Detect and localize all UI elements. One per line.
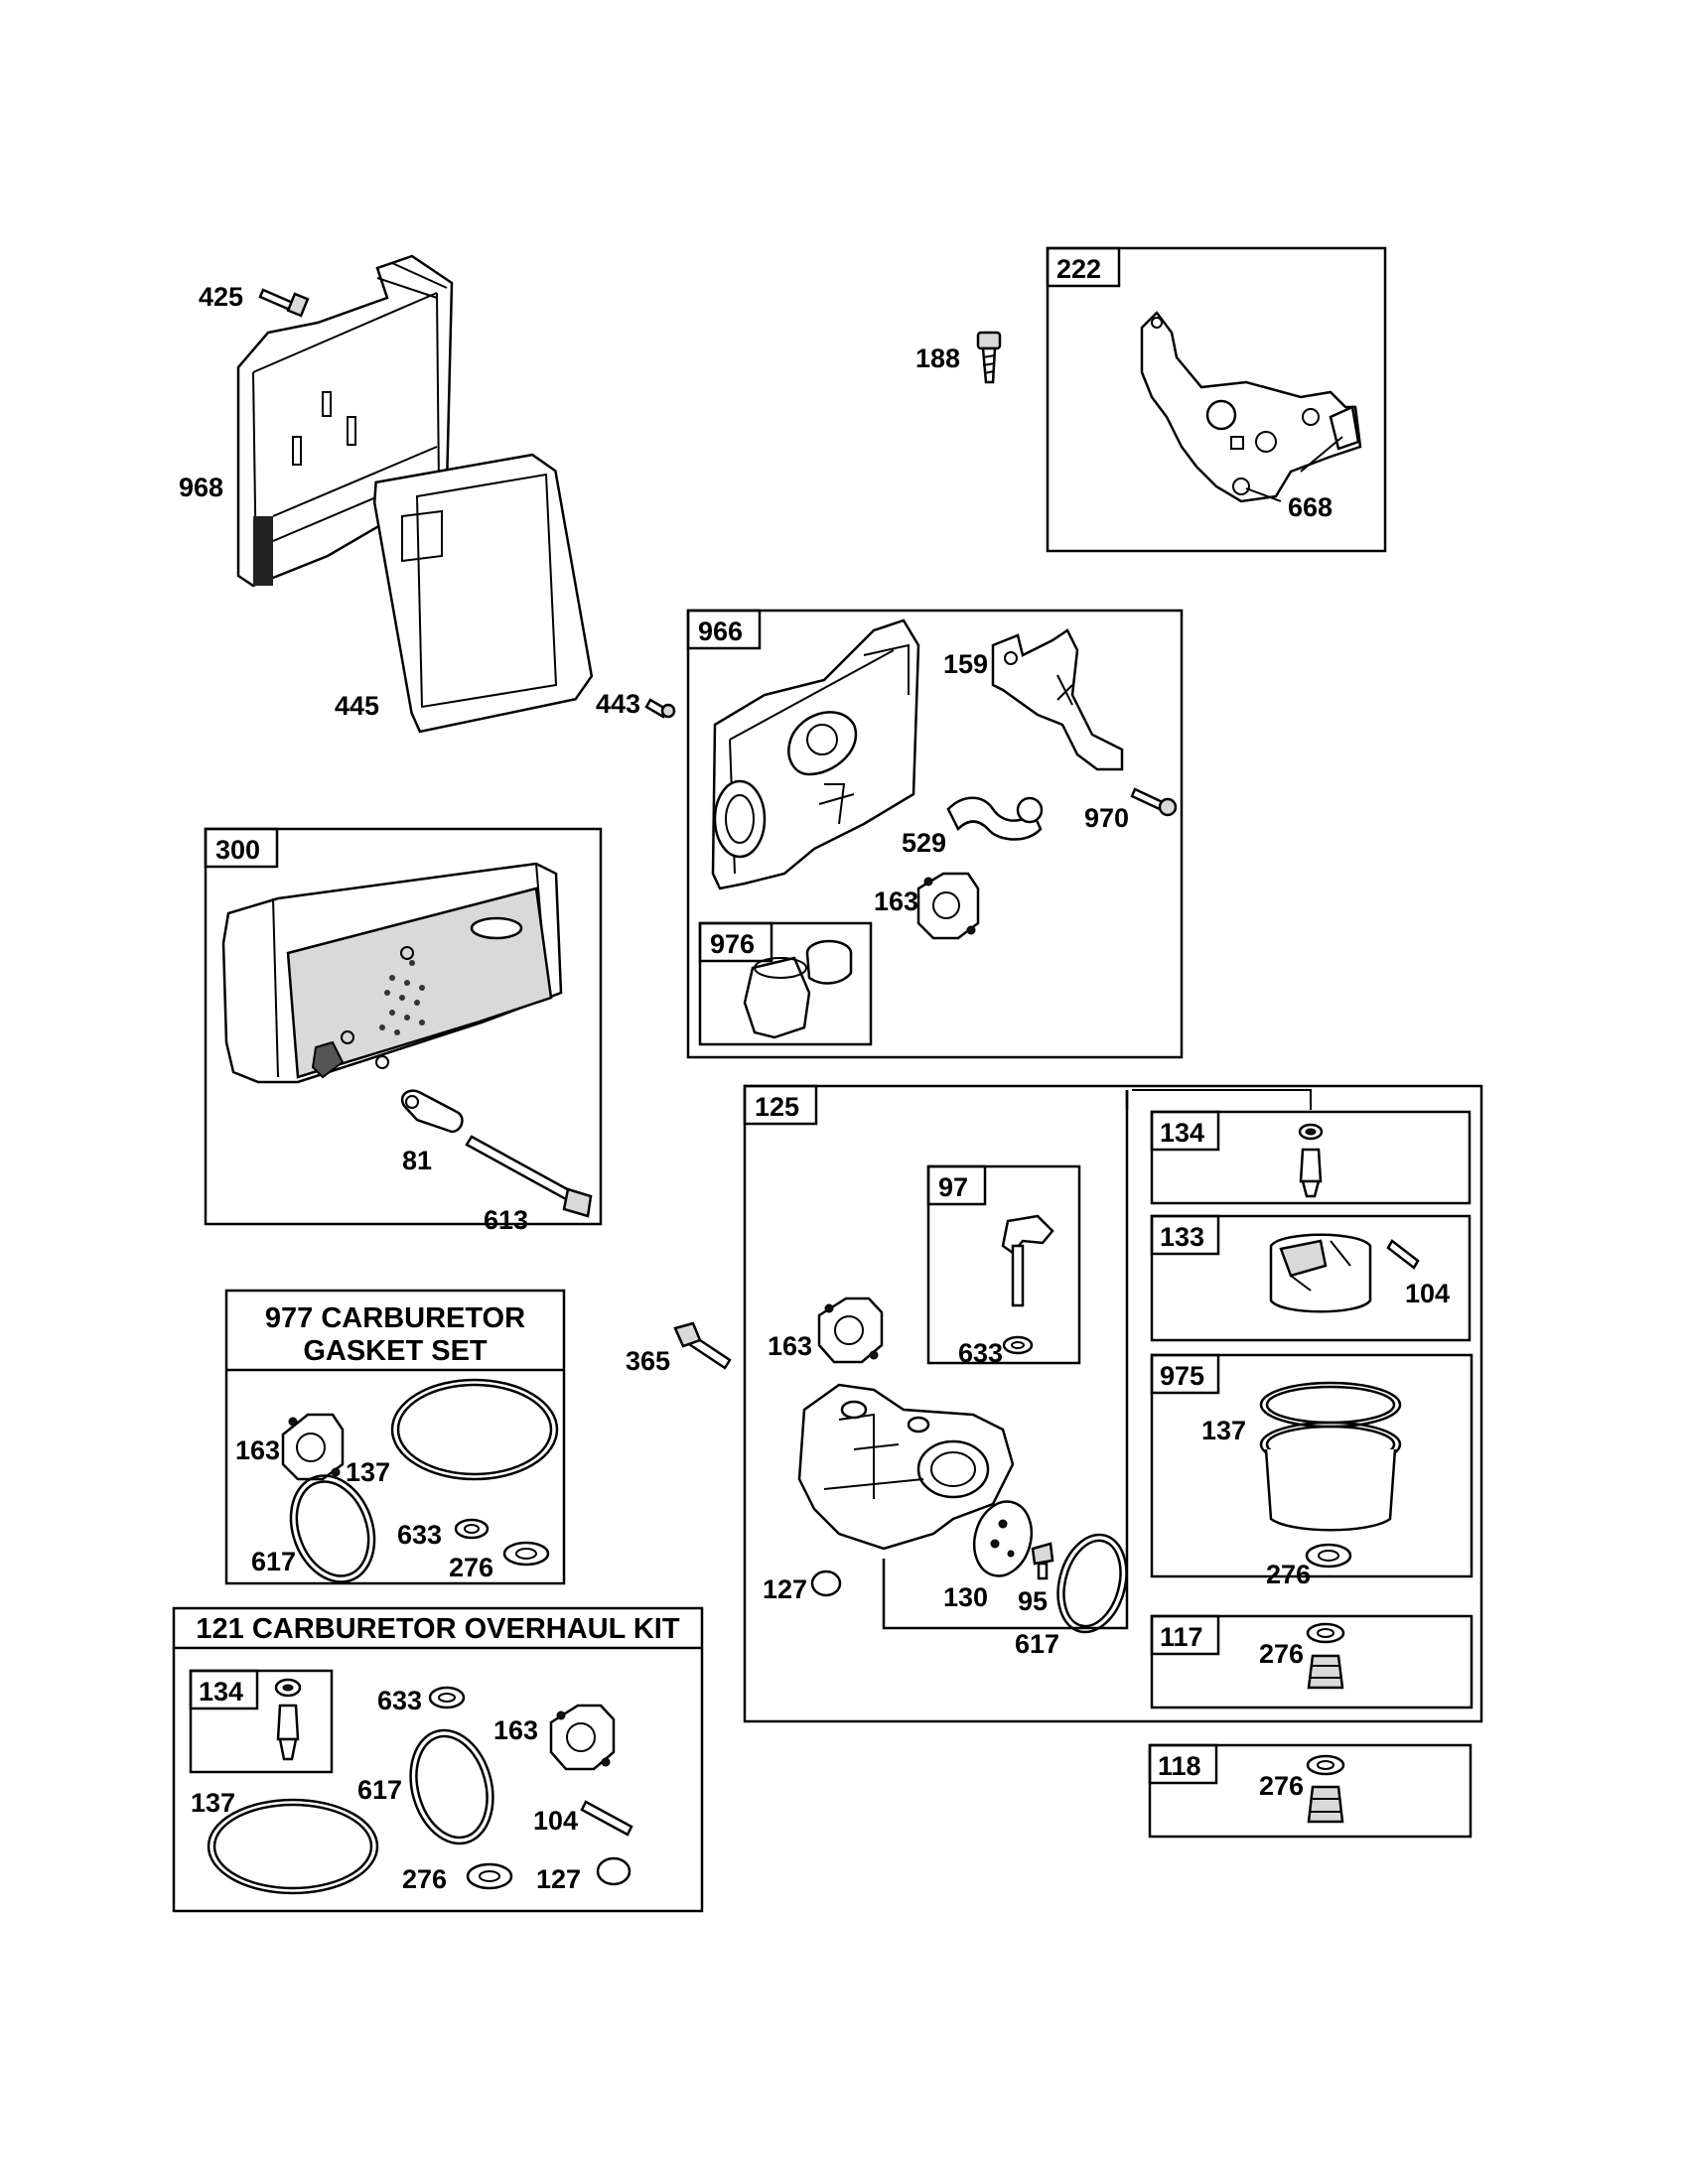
callout-633: 633 bbox=[377, 1686, 422, 1715]
box-label-134: 134 bbox=[199, 1677, 243, 1706]
callout-188: 188 bbox=[915, 343, 960, 373]
box-label-118: 118 bbox=[1158, 1751, 1201, 1781]
callout-276: 276 bbox=[1266, 1560, 1311, 1589]
callout-529: 529 bbox=[902, 828, 946, 858]
box-976 bbox=[698, 921, 873, 1046]
callout-163: 163 bbox=[235, 1435, 280, 1465]
callout-425: 425 bbox=[199, 282, 243, 312]
gasket-set-977-box bbox=[224, 1289, 566, 1585]
callout-276: 276 bbox=[1259, 1771, 1304, 1801]
callout-668: 668 bbox=[1288, 492, 1333, 522]
screw-443-part bbox=[644, 698, 676, 719]
box-300 bbox=[204, 827, 603, 1226]
screw-425-part bbox=[258, 288, 310, 318]
box-label-125: 125 bbox=[755, 1092, 799, 1122]
box-label-966: 966 bbox=[698, 616, 743, 646]
air-filter-445-part bbox=[372, 453, 594, 734]
gasket-set-title-line2: GASKET SET bbox=[303, 1335, 488, 1367]
callout-163: 163 bbox=[493, 1715, 538, 1745]
box-label-97: 97 bbox=[938, 1172, 968, 1202]
callout-137: 137 bbox=[346, 1457, 390, 1487]
callout-970: 970 bbox=[1084, 803, 1129, 833]
callout-95: 95 bbox=[1018, 1586, 1048, 1616]
callout-633: 633 bbox=[958, 1338, 1003, 1368]
callout-968: 968 bbox=[179, 473, 223, 502]
callout-276: 276 bbox=[402, 1864, 447, 1894]
callout-617: 617 bbox=[1015, 1629, 1059, 1659]
callout-617: 617 bbox=[357, 1775, 402, 1805]
callout-633: 633 bbox=[397, 1520, 442, 1550]
overhaul-kit-title: 121 CARBURETOR OVERHAUL KIT bbox=[196, 1613, 679, 1645]
callout-104: 104 bbox=[533, 1806, 578, 1836]
callout-163: 163 bbox=[874, 887, 918, 916]
callout-163: 163 bbox=[768, 1331, 812, 1361]
box-label-222: 222 bbox=[1056, 254, 1101, 284]
box-label-975: 975 bbox=[1160, 1361, 1204, 1391]
gasket-set-title-line1: 977 CARBURETOR bbox=[265, 1302, 525, 1334]
box-966 bbox=[686, 609, 1184, 1059]
box-222 bbox=[1046, 246, 1387, 553]
callout-276: 276 bbox=[449, 1553, 493, 1582]
box-labels: 222 966 976 300 125 97 134 133 975 117 1… bbox=[199, 254, 1204, 1781]
callout-613: 613 bbox=[484, 1205, 528, 1235]
box-118 bbox=[1148, 1743, 1473, 1839]
callout-137: 137 bbox=[1201, 1416, 1246, 1445]
callout-276: 276 bbox=[1259, 1639, 1304, 1669]
callout-104: 104 bbox=[1405, 1279, 1450, 1308]
kit-titles: 977 CARBURETOR GASKET SET 121 CARBURETOR… bbox=[196, 1302, 679, 1645]
callout-137: 137 bbox=[191, 1788, 235, 1818]
callout-81: 81 bbox=[402, 1146, 432, 1175]
callout-443: 443 bbox=[596, 689, 640, 719]
callout-445: 445 bbox=[335, 691, 379, 721]
callout-159: 159 bbox=[943, 649, 988, 679]
overhaul-kit-121-box bbox=[172, 1606, 704, 1913]
callout-617: 617 bbox=[251, 1547, 296, 1576]
box-label-117: 117 bbox=[1160, 1622, 1203, 1652]
screw-188-part bbox=[976, 331, 1002, 384]
box-label-976: 976 bbox=[710, 929, 755, 959]
box-label-133: 133 bbox=[1160, 1222, 1204, 1252]
box-label-134: 134 bbox=[1160, 1118, 1204, 1148]
callout-130: 130 bbox=[943, 1582, 988, 1612]
box-125 bbox=[673, 1084, 1483, 1723]
callout-127: 127 bbox=[763, 1574, 807, 1604]
callout-labels: 425 968 445 443 188 668 159 970 529 163 … bbox=[179, 282, 1450, 1894]
callout-365: 365 bbox=[626, 1346, 670, 1376]
box-label-300: 300 bbox=[215, 835, 260, 865]
callout-127: 127 bbox=[536, 1864, 581, 1894]
